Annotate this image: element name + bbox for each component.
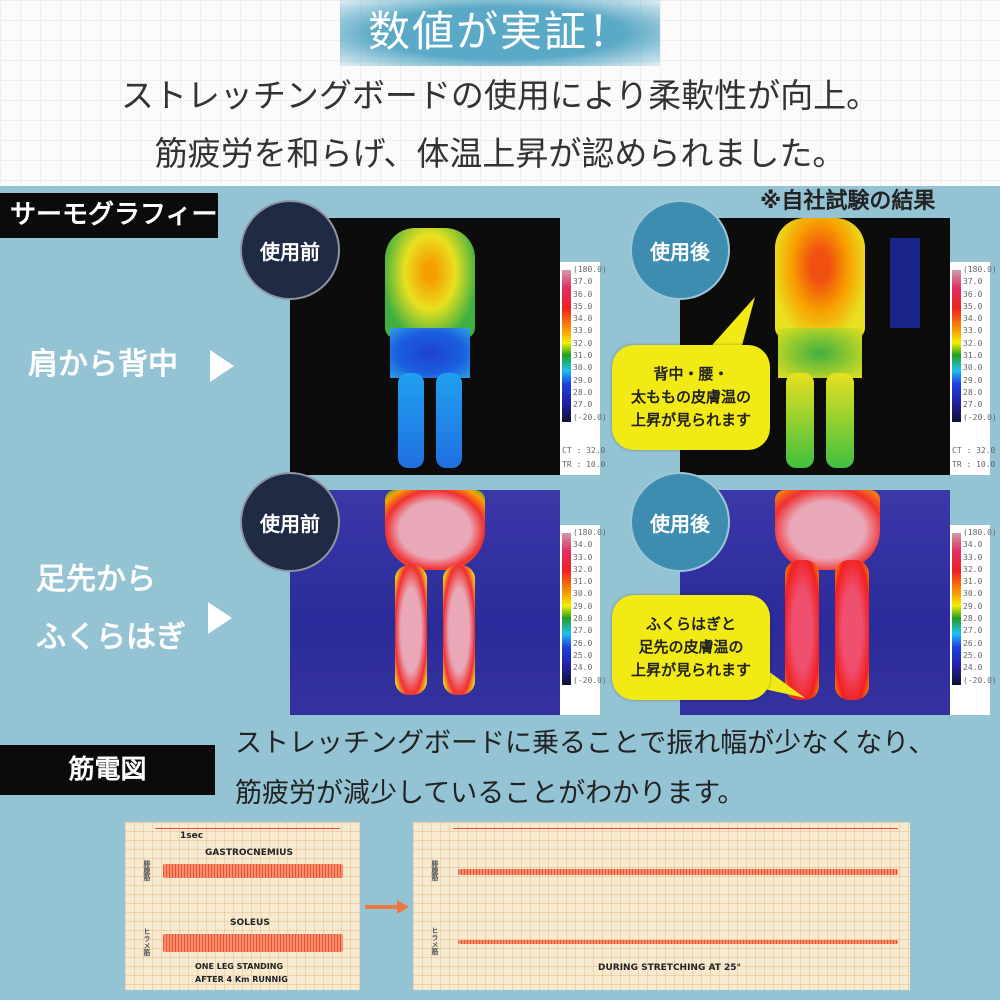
muscle-label-soleus: SOLEUS (230, 918, 270, 928)
emg-desc-line-1: ストレッチングボードに乗ることで振れ幅が少なくなり、 (235, 728, 936, 759)
after-badge: 使用後 (630, 472, 730, 572)
lead-line-1: ストレッチングボードの使用により柔軟性が向上。 (120, 76, 880, 115)
emg-chart-after: 腓腹筋 ヒラメ筋 DURING STRETCHING AT 25° (413, 822, 910, 990)
callout-pointer (760, 665, 805, 698)
time-mark: 1sec (180, 831, 204, 841)
before-badge: 使用前 (240, 200, 340, 300)
emg-desc-line-2: 筋疲労が減少していることがわかります。 (235, 778, 745, 809)
test-note: ※自社試験の結果 (760, 189, 936, 214)
row-label-feet: 足先から (36, 562, 156, 597)
arrow-right-icon (365, 900, 409, 914)
emg-label: 筋電図 (0, 745, 215, 795)
row-label-calves: ふくらはぎ (36, 620, 186, 655)
muscle-label-jp: 腓腹筋 (431, 860, 439, 881)
thermal-image-back-before (290, 218, 560, 475)
muscle-label-jp: 腓腹筋 (143, 860, 151, 881)
scale-footer-ct: CT : 32.0 (562, 446, 606, 455)
muscle-label-jp: ヒラメ筋 (431, 927, 439, 955)
after-badge: 使用後 (630, 200, 730, 300)
caption-line-1: ONE LEG STANDING (195, 962, 284, 971)
triangle-right-icon (210, 350, 234, 382)
row-label-shoulder-back: 肩から背中 (28, 347, 178, 382)
caption-line-2: AFTER 4 Km RUNNIG (195, 975, 288, 984)
scale-footer-ct: CT : 32.0 (952, 446, 996, 455)
thermography-label: サーモグラフィー (0, 193, 218, 238)
lead-line-2: 筋疲労を和らげ、体温上昇が認められました。 (154, 134, 846, 173)
before-badge: 使用前 (240, 472, 340, 572)
callout-pointer (705, 297, 755, 353)
callout-back-result: 背中・腰・太ももの皮膚温の上昇が見られます (612, 345, 770, 450)
page-title: 数値が実証！ (340, 0, 660, 66)
scale-footer-tr: TR : 10.0 (562, 460, 606, 469)
caption: DURING STRETCHING AT 25° (598, 963, 742, 973)
callout-legs-result: ふくらはぎと足先の皮膚温の上昇が見られます (612, 595, 770, 700)
scale-footer-tr: TR : 10.0 (952, 460, 996, 469)
triangle-right-icon (208, 602, 232, 634)
emg-chart-before: 1sec GASTROCNEMIUS 腓腹筋 SOLEUS ヒラメ筋 ONE L… (125, 822, 360, 990)
muscle-label-gastrocnemius: GASTROCNEMIUS (205, 848, 293, 858)
muscle-label-jp: ヒラメ筋 (143, 928, 151, 956)
